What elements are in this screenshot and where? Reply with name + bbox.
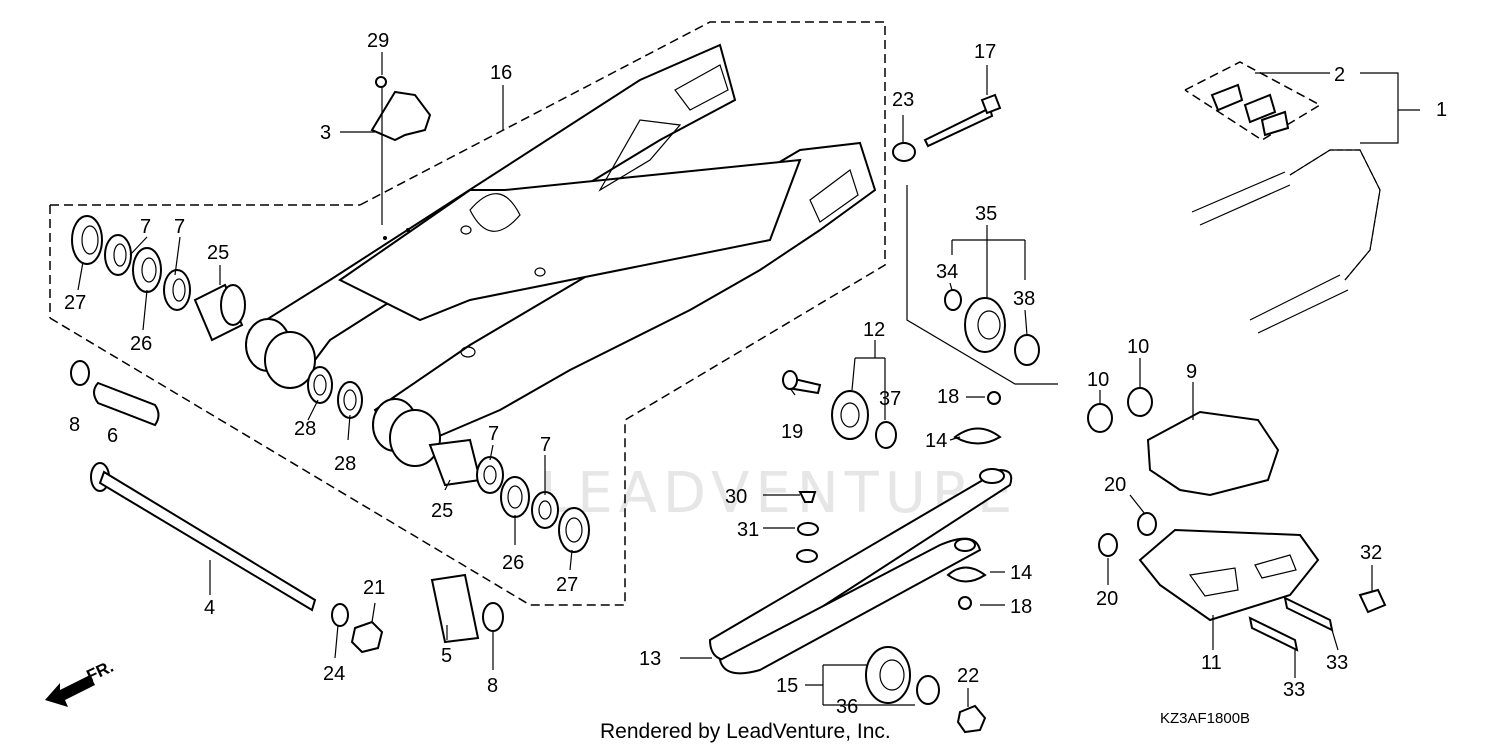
- callout-13: 13: [639, 648, 661, 670]
- callout-2: 2: [1334, 64, 1345, 86]
- callout-18b: 18: [1010, 596, 1032, 618]
- front-direction-arrow: FR.: [45, 657, 117, 707]
- hose-clamp: [370, 76, 432, 225]
- callout-4: 4: [204, 597, 215, 619]
- callout-7b: 7: [174, 216, 185, 238]
- callout-6: 6: [107, 425, 118, 447]
- callout-27b: 27: [556, 574, 578, 596]
- diagram-code: KZ3AF1800B: [1160, 710, 1250, 727]
- left-pivot-parts: [70, 215, 363, 427]
- callout-7a: 7: [140, 216, 151, 238]
- callout-28b: 28: [334, 453, 356, 475]
- callout-22: 22: [957, 665, 979, 687]
- callout-20a: 20: [1104, 474, 1126, 496]
- callout-7c: 7: [488, 423, 499, 445]
- upper-roller-parts: [892, 93, 1040, 366]
- callout-29: 29: [367, 30, 389, 52]
- callout-1: 1: [1436, 99, 1447, 121]
- callout-17: 17: [974, 41, 996, 63]
- callout-8b: 8: [487, 675, 498, 697]
- callout-labels: 1 2 3 4 5 6 7 7 7 7 8 8 9 10 10 11 12 13…: [64, 30, 1447, 718]
- pivot-bolt-parts: [90, 438, 590, 654]
- callout-14b: 14: [1010, 562, 1032, 584]
- drive-chain: [1191, 83, 1381, 334]
- callout-16: 16: [490, 62, 512, 84]
- callout-10b: 10: [1127, 336, 1149, 358]
- bracket-lines: [906, 72, 1420, 385]
- callout-26a: 26: [130, 333, 152, 355]
- leader-lines: [77, 52, 1373, 707]
- callout-33a: 33: [1283, 679, 1305, 701]
- chain-slider: [708, 391, 1013, 675]
- footer-credit: Rendered by LeadVenture, Inc.: [600, 720, 891, 743]
- callout-33b: 33: [1326, 652, 1348, 674]
- callout-15: 15: [776, 675, 798, 697]
- callout-25a: 25: [207, 242, 229, 264]
- swingarm: [245, 43, 877, 467]
- callout-11: 11: [1201, 652, 1222, 674]
- callout-38: 38: [1013, 288, 1035, 310]
- callout-37: 37: [879, 388, 901, 410]
- group-outlines: [49, 21, 1322, 606]
- callout-8a: 8: [69, 414, 80, 436]
- chain-rollers: [782, 370, 987, 734]
- callout-32: 32: [1360, 542, 1382, 564]
- callout-10a: 10: [1087, 369, 1109, 391]
- callout-27a: 27: [64, 292, 86, 314]
- callout-35: 35: [975, 203, 997, 225]
- callout-26b: 26: [502, 552, 524, 574]
- callout-9: 9: [1186, 361, 1197, 383]
- callout-30: 30: [725, 486, 747, 508]
- callout-36: 36: [836, 696, 858, 718]
- callout-28a: 28: [294, 418, 316, 440]
- chain-guide: [1087, 387, 1387, 652]
- callout-12: 12: [863, 319, 885, 341]
- callout-7d: 7: [540, 434, 551, 456]
- callout-34: 34: [936, 261, 958, 283]
- callout-5: 5: [441, 645, 452, 667]
- callout-18a: 18: [937, 386, 959, 408]
- callout-21: 21: [363, 577, 385, 599]
- callout-19: 19: [781, 421, 803, 443]
- callout-31: 31: [737, 519, 759, 541]
- callout-20b: 20: [1096, 588, 1118, 610]
- callout-24: 24: [323, 663, 345, 685]
- callout-25b: 25: [431, 500, 453, 522]
- callout-23: 23: [892, 89, 914, 111]
- callout-3: 3: [320, 122, 331, 144]
- callout-14a: 14: [925, 430, 947, 452]
